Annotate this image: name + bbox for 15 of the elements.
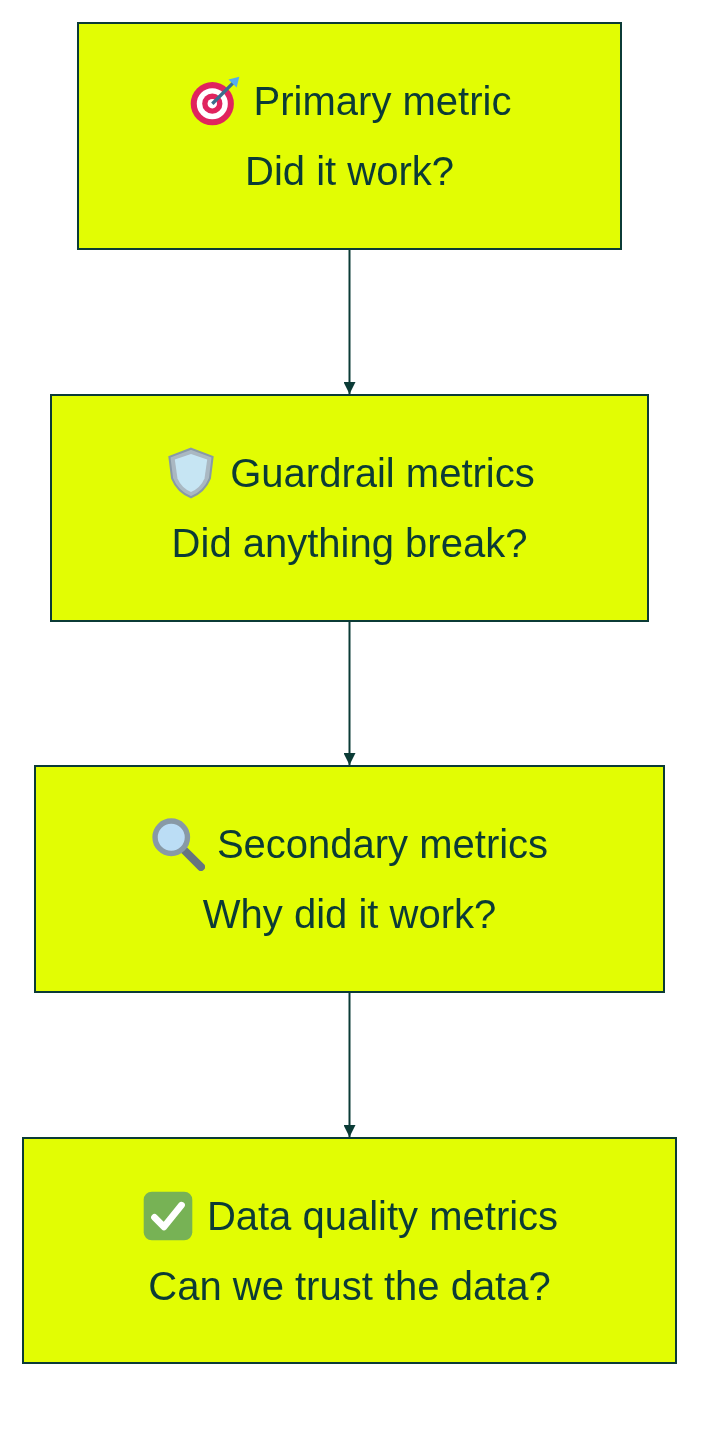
box-question: Why did it work? (202, 891, 497, 938)
arrow (343, 249, 356, 395)
box-question: Did it work? (245, 148, 454, 195)
process-box (22, 1137, 677, 1364)
process-box (50, 394, 649, 622)
box-question: Did anything break? (171, 520, 528, 567)
arrow (343, 621, 356, 766)
box-heading: Data quality metrics (206, 1192, 559, 1240)
box-heading: Primary metric (253, 78, 512, 125)
arrow (343, 992, 356, 1138)
box-heading: Guardrail metrics (230, 450, 535, 497)
process-box (34, 765, 665, 993)
box-heading: Secondary metrics (216, 821, 549, 868)
box-question: Can we trust the data? (148, 1262, 551, 1310)
process-box (77, 22, 622, 250)
